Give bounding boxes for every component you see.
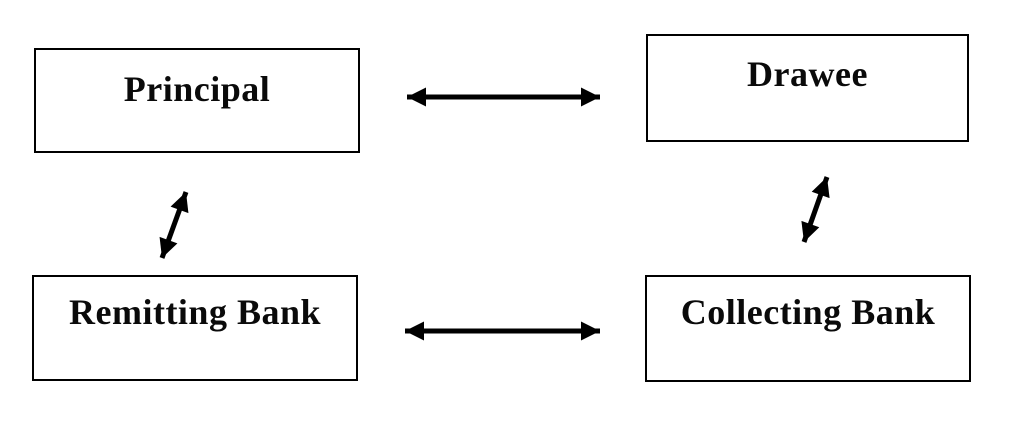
drawee-collecting-bank-arrow — [801, 176, 830, 243]
node-principal: Principal — [34, 48, 360, 153]
node-remitting-bank: Remitting Bank — [32, 275, 358, 381]
node-remitting-bank-label: Remitting Bank — [68, 292, 322, 332]
node-principal-label: Principal — [123, 69, 271, 109]
node-drawee-label: Drawee — [747, 54, 868, 94]
node-collecting-bank: Collecting Bank — [645, 275, 971, 382]
node-collecting-bank-label: Collecting Bank — [680, 292, 936, 332]
node-drawee: Drawee — [646, 34, 969, 142]
principal-remitting-bank-arrow — [159, 191, 189, 259]
